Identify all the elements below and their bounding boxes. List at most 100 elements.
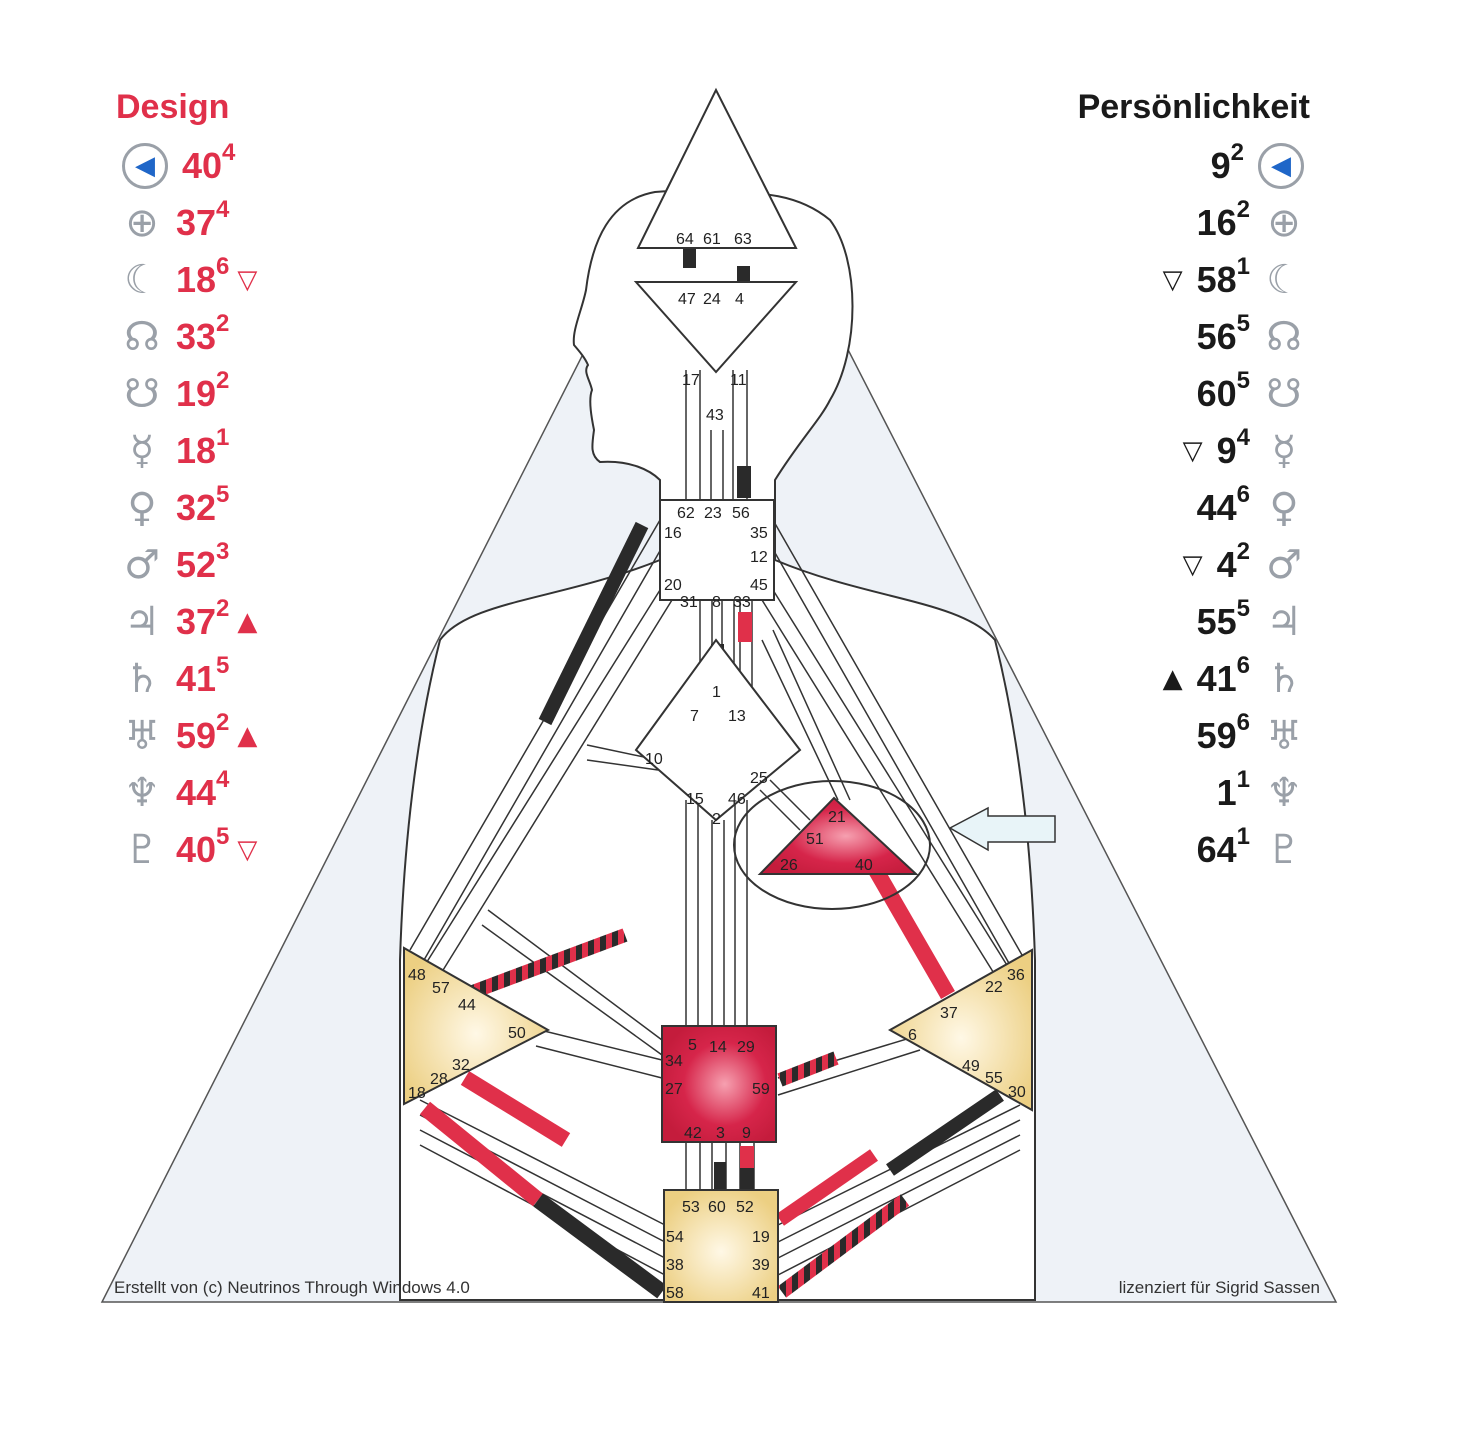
fixing-mark: ▲ <box>1162 664 1183 694</box>
gate-line-value: 415 <box>176 654 229 700</box>
gate-64: 64 <box>676 231 694 248</box>
gate-32: 32 <box>452 1057 470 1074</box>
gate-46: 46 <box>728 791 746 808</box>
gate-7: 7 <box>690 708 699 725</box>
design-row: ♀ 325 <box>116 482 237 534</box>
gate-39: 39 <box>752 1257 770 1274</box>
gate-41: 41 <box>752 1285 770 1302</box>
gate-62: 62 <box>677 505 695 522</box>
neptune-icon: ♆ <box>1266 770 1302 816</box>
head-center <box>636 87 798 249</box>
gate-12: 12 <box>750 549 768 566</box>
south-node-icon: ☋ <box>1266 371 1302 417</box>
gate-28: 28 <box>430 1071 448 1088</box>
gate-number: 60 <box>1196 373 1237 414</box>
gate-number: 37 <box>176 202 217 243</box>
design-row: ◀404 <box>116 140 243 192</box>
gate-line-value: 92 <box>1211 141 1244 187</box>
centers <box>403 87 1033 1303</box>
line-number: 2 <box>216 595 230 622</box>
gate-line-value: 372 <box>176 597 229 643</box>
gate-51: 51 <box>806 831 824 848</box>
gate-number: 58 <box>1196 259 1237 300</box>
gate-43: 43 <box>706 407 724 424</box>
gate-19: 19 <box>752 1229 770 1246</box>
activations <box>419 248 1004 1299</box>
gate-22: 22 <box>985 979 1003 996</box>
gate-52: 52 <box>736 1199 754 1216</box>
personality-row: 555♃ <box>1183 596 1310 648</box>
fixing-mark: ▲ <box>237 607 258 637</box>
gate-number: 59 <box>176 715 217 756</box>
gate-line-value: 405 <box>176 825 229 871</box>
gate-31: 31 <box>680 594 698 611</box>
gate-57: 57 <box>432 980 450 997</box>
gate-37: 37 <box>940 1005 958 1022</box>
gate-line-value: 523 <box>176 540 229 586</box>
gate-5: 5 <box>688 1037 697 1054</box>
design-row: ☊332 <box>116 311 237 363</box>
design-row: ⊕374 <box>116 197 237 249</box>
personality-row: 565☊ <box>1183 311 1310 363</box>
gate-24: 24 <box>703 291 721 308</box>
gate-line-value: 592 <box>176 711 229 757</box>
gate-42: 42 <box>684 1125 702 1142</box>
design-row: ♇ 405 ▽ <box>116 824 257 876</box>
gate-number: 64 <box>1196 829 1237 870</box>
gate-line-value: 181 <box>176 426 229 472</box>
gate-14: 14 <box>709 1039 727 1056</box>
mercury-icon: ☿ <box>1271 428 1297 474</box>
fixing-mark: ▽ <box>237 835 258 865</box>
gate-20: 20 <box>664 577 682 594</box>
venus-icon: ♀ <box>127 485 157 531</box>
gate-45: 45 <box>750 577 768 594</box>
gate-line-value: 641 <box>1196 825 1250 871</box>
gate-33: 33 <box>733 594 751 611</box>
jupiter-icon: ♃ <box>124 599 160 645</box>
personality-row: ▽42♂ <box>1183 539 1310 591</box>
personality-row: ▲416♄ <box>1163 653 1310 705</box>
gate-13: 13 <box>728 708 746 725</box>
gate-53: 53 <box>682 1199 700 1216</box>
personality-row: 596♅ <box>1183 710 1310 762</box>
line-number: 5 <box>1236 595 1250 622</box>
footer-license: lizenziert für Sigrid Sassen <box>1118 1278 1320 1297</box>
gate-15: 15 <box>686 791 704 808</box>
pluto-icon: ♇ <box>1266 827 1302 873</box>
design-row: ♆444 <box>116 767 237 819</box>
gate-number: 19 <box>176 373 217 414</box>
gate-number: 18 <box>176 259 217 300</box>
gate-35: 35 <box>750 525 768 542</box>
gate-23: 23 <box>704 505 722 522</box>
gate-47: 47 <box>678 291 696 308</box>
gate-number: 56 <box>1196 316 1237 357</box>
line-number: 4 <box>216 766 230 793</box>
gate-2: 2 <box>712 811 721 828</box>
gate-number: 4 <box>1216 544 1237 585</box>
pluto-icon: ♇ <box>124 827 160 873</box>
line-number: 6 <box>216 253 230 280</box>
gate-line-value: 332 <box>176 312 229 358</box>
gate-40: 40 <box>855 857 873 874</box>
gate-line-value: 416 <box>1196 654 1250 700</box>
line-number: 2 <box>1230 139 1244 166</box>
gate-number: 52 <box>176 544 217 585</box>
mercury-icon: ☿ <box>129 428 155 474</box>
gate-6: 6 <box>908 1027 917 1044</box>
gate-number: 41 <box>1196 658 1237 699</box>
line-number: 4 <box>222 139 236 166</box>
personality-column-title: Persönlichkeit <box>1077 88 1310 126</box>
gate-27: 27 <box>665 1081 683 1098</box>
design-column-title: Design <box>116 88 230 126</box>
gate-line-value: 42 <box>1216 540 1250 586</box>
gate-number: 32 <box>176 487 217 528</box>
personality-row: 641 ♇ <box>1183 824 1310 876</box>
gate-line-value: 325 <box>176 483 229 529</box>
line-number: 1 <box>216 424 230 451</box>
gate-56: 56 <box>732 505 750 522</box>
uranus-icon: ♅ <box>124 713 160 759</box>
gate-number: 44 <box>1196 487 1237 528</box>
gate-line-value: 555 <box>1197 597 1250 643</box>
gate-50: 50 <box>508 1025 526 1042</box>
